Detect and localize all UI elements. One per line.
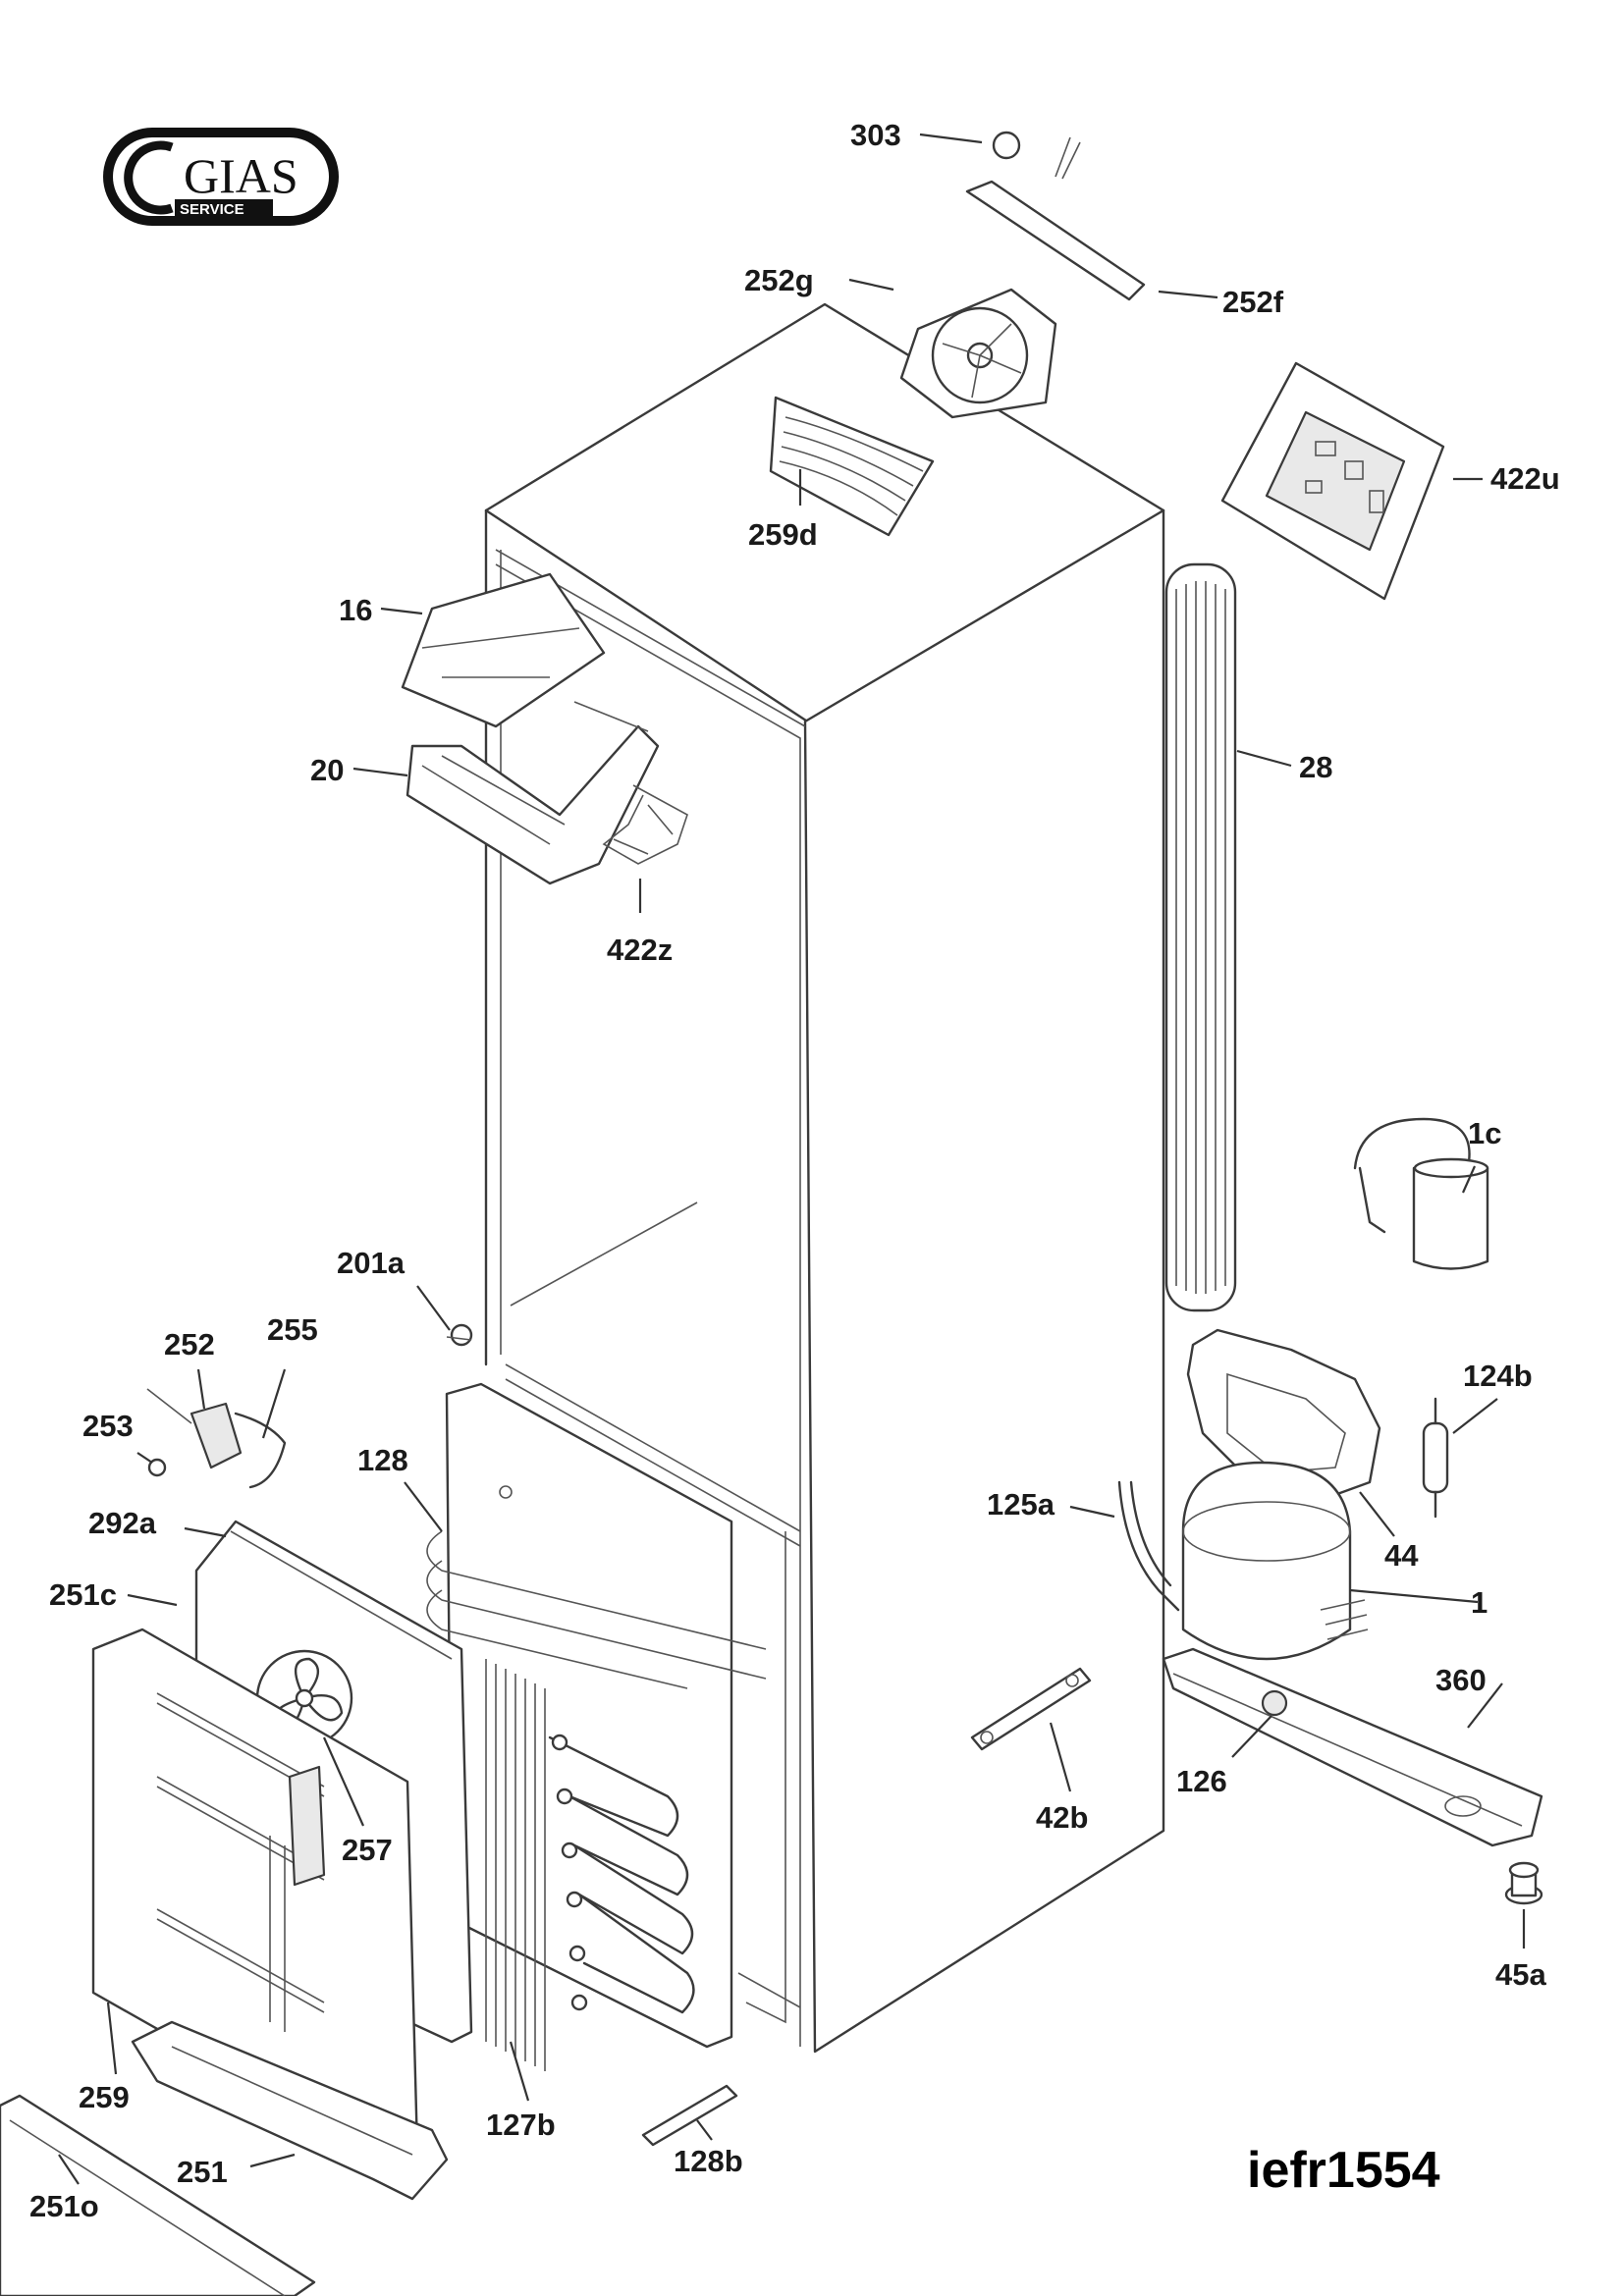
sealing-strip (641, 2084, 738, 2147)
label-part-125a: 125a (987, 1487, 1055, 1522)
label-part-28: 28 (1299, 750, 1332, 784)
screw (446, 1323, 473, 1347)
label-part-251: 251 (177, 2155, 228, 2189)
capacitor (1353, 1117, 1489, 1270)
top-fan (899, 288, 1057, 419)
part-labels: 303 252g 252f 422u 259d 16 20 422z 28 1c… (29, 118, 1560, 2223)
label-part-252: 252 (164, 1327, 215, 1362)
label-part-422u: 422u (1490, 461, 1560, 496)
label-part-251o: 251o (29, 2189, 99, 2223)
label-part-257: 257 (342, 1833, 393, 1867)
thermostat-wiring (602, 784, 688, 865)
label-part-20: 20 (310, 753, 344, 787)
label-part-127b: 127b (486, 2108, 556, 2142)
label-part-252f: 252f (1222, 285, 1284, 319)
label-part-251c: 251c (49, 1577, 117, 1612)
service-pipes (1117, 1480, 1180, 1612)
light-housing (406, 701, 660, 885)
label-part-45a: 45a (1495, 1957, 1546, 1992)
condenser-coil (1164, 562, 1237, 1312)
filter-drier (1422, 1397, 1449, 1519)
label-part-253: 253 (82, 1409, 134, 1443)
label-part-292a: 292a (88, 1506, 157, 1540)
label-part-44: 44 (1384, 1538, 1419, 1573)
top-vent-grille (769, 396, 935, 537)
label-part-16: 16 (339, 593, 372, 627)
label-part-259: 259 (79, 2080, 130, 2114)
label-part-128b: 128b (674, 2144, 743, 2178)
label-part-303: 303 (850, 118, 901, 152)
logo-brand-text: GIAS (184, 148, 298, 203)
label-part-126: 126 (1176, 1764, 1227, 1798)
drain-channel (0, 2094, 316, 2296)
light-cover (401, 572, 606, 728)
drip-tray (1186, 1328, 1381, 1504)
label-part-422z: 422z (607, 933, 673, 967)
label-part-255: 255 (267, 1312, 318, 1347)
logo-tagline-text: SERVICE (180, 201, 244, 218)
damper-motor (146, 1388, 287, 1489)
leader-lines (58, 133, 1526, 2185)
compressor (1181, 1461, 1369, 1661)
label-part-360: 360 (1435, 1663, 1487, 1697)
control-board (1220, 361, 1445, 601)
label-part-128: 128 (357, 1443, 408, 1477)
label-part-252g: 252g (744, 263, 814, 297)
adjustable-foot (1504, 1861, 1543, 1905)
label-part-1: 1 (1471, 1585, 1488, 1620)
evaporator-coil (426, 1530, 767, 2071)
label-part-259d: 259d (748, 517, 818, 552)
model-code: iefr1554 (1247, 2142, 1440, 2199)
rubber-grommet (1261, 1689, 1288, 1717)
fan-bracket (965, 131, 1146, 301)
base-rail (1162, 1647, 1543, 1847)
label-part-42b: 42b (1036, 1800, 1088, 1835)
label-part-124b: 124b (1463, 1359, 1533, 1393)
brand-logo: GIAS SERVICE (103, 128, 339, 226)
base-tray (131, 2020, 449, 2201)
label-part-201a: 201a (337, 1246, 406, 1280)
label-part-1c: 1c (1468, 1116, 1501, 1150)
hinge-bracket (970, 1667, 1092, 1751)
